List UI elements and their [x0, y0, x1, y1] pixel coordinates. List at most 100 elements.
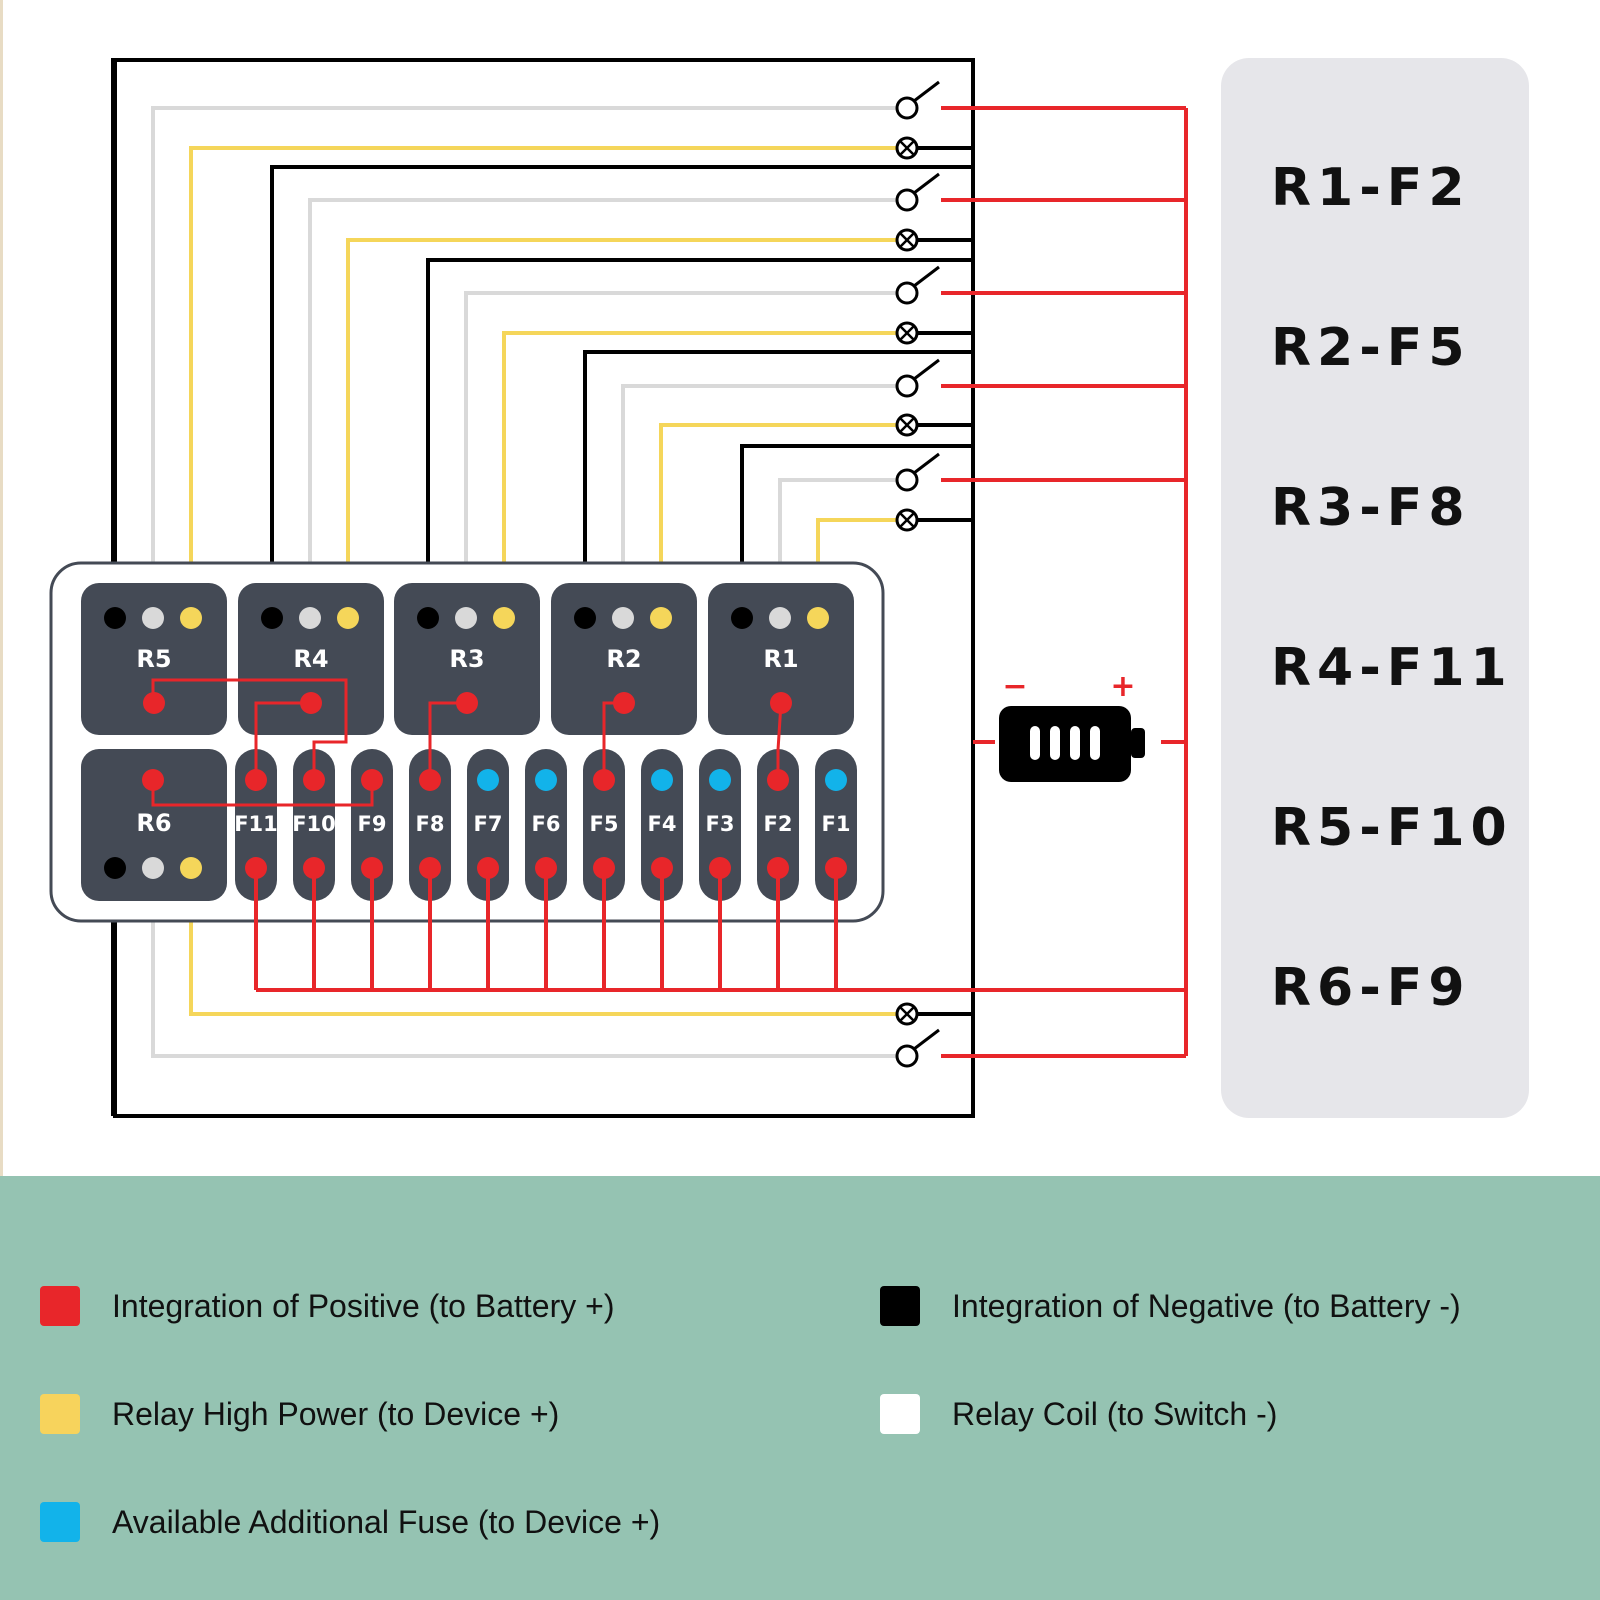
switch-lever [913, 1028, 940, 1051]
relay-fuse-mapping-panel: R1-F2 R2-F5 R3-F8 R4-F11 R5-F10 R6-F9 [1221, 58, 1529, 1118]
battery-cell-bar [1050, 726, 1060, 760]
legend-swatch-black [880, 1286, 920, 1326]
switch-icon [895, 1044, 919, 1068]
lamp-cross [899, 512, 915, 528]
negative-wire [583, 350, 973, 618]
fuse-label: F10 [292, 812, 336, 836]
coil-wire [151, 106, 899, 618]
switch-lever [913, 452, 940, 475]
available-fuse-terminal [477, 769, 499, 791]
legend-swatch-white [880, 1394, 920, 1434]
coil-wire [464, 291, 899, 618]
legend-swatch-yellow [40, 1394, 80, 1434]
fuse-label: F9 [358, 812, 387, 836]
battery-cell-bar [1070, 726, 1080, 760]
mapping-r6: R6-F9 [1271, 958, 1471, 1018]
fuse-label: F2 [764, 812, 793, 836]
relay-high-power-terminal [493, 607, 515, 629]
relay-negative-terminal [104, 607, 126, 629]
fuse-f10 [293, 749, 335, 901]
high-power-wire [659, 423, 899, 618]
relay-label: R1 [763, 645, 798, 673]
r3-f8-link [428, 701, 467, 780]
legend-negative: Integration of Negative (to Battery -) [880, 1286, 1461, 1326]
legend-high-power: Relay High Power (to Device +) [40, 1394, 559, 1434]
relay-coil-terminal [612, 607, 634, 629]
switch-lever [913, 265, 940, 288]
relay-high-power-terminal [180, 607, 202, 629]
relay-high-power-terminal [180, 857, 202, 879]
switch-lever [913, 80, 940, 103]
high-power-wire [346, 238, 899, 618]
relay-coil-terminal [142, 857, 164, 879]
battery-cell-bar [1030, 726, 1040, 760]
fuse-f11 [235, 749, 277, 901]
legend-swatch-blue [40, 1502, 80, 1542]
battery-terminal [1131, 728, 1145, 758]
legend-positive: Integration of Positive (to Battery +) [40, 1286, 614, 1326]
fuse-label: F3 [706, 812, 735, 836]
available-fuse-terminal [535, 769, 557, 791]
r1-f2-link [776, 702, 783, 780]
legend-label: Integration of Negative (to Battery -) [952, 1287, 1461, 1324]
fuse-f6 [525, 749, 567, 901]
mapping-r5: R5-F10 [1271, 798, 1513, 858]
relay-coil-terminal [142, 607, 164, 629]
relay-high-power-terminal [650, 607, 672, 629]
battery-minus-label: − [1002, 669, 1027, 704]
switch-icon [895, 468, 919, 492]
r2-f5-link [602, 701, 624, 780]
relay-negative-terminal [261, 607, 283, 629]
high-power-wire [502, 331, 899, 618]
fuse-f7 [467, 749, 509, 901]
relay-coil-terminal [299, 607, 321, 629]
switch-icon [895, 281, 919, 305]
legend-label: Relay Coil (to Switch -) [952, 1395, 1278, 1432]
relay-label: R6 [136, 809, 171, 837]
fuse-f8 [409, 749, 451, 901]
switch-icon [895, 96, 919, 120]
mapping-r1: R1-F2 [1271, 158, 1471, 218]
relay-negative-terminal [417, 607, 439, 629]
fuse-label: F4 [648, 812, 677, 836]
relay-label: R3 [449, 645, 484, 673]
r4-f11-link [254, 701, 311, 780]
mapping-r2: R2-F5 [1271, 318, 1471, 378]
coil-wire [308, 198, 899, 618]
legend-swatch-red [40, 1286, 80, 1326]
legend-label: Relay High Power (to Device +) [112, 1395, 560, 1432]
relay-high-power-terminal [807, 607, 829, 629]
fuse-label: F5 [590, 812, 619, 836]
negative-wire [426, 258, 973, 618]
fuse-f5 [583, 749, 625, 901]
switch-icon [895, 374, 919, 398]
switch-lever [913, 172, 940, 195]
legend: Integration of Positive (to Battery +) I… [0, 1176, 1600, 1600]
fuse-f1 [815, 749, 857, 901]
legend-label: Available Additional Fuse (to Device +) [112, 1503, 661, 1540]
legend-coil: Relay Coil (to Switch -) [880, 1394, 1277, 1434]
relay-negative-terminal [731, 607, 753, 629]
fuse-label: F7 [474, 812, 503, 836]
available-fuse-terminal [709, 769, 731, 791]
available-fuse-terminal [825, 769, 847, 791]
relay-high-power-terminal [337, 607, 359, 629]
lamp-cross [899, 140, 915, 156]
lamp-cross [899, 232, 915, 248]
switch-lever [913, 358, 940, 381]
relay-label: R5 [136, 645, 171, 673]
relay-coil-terminal [769, 607, 791, 629]
fuse-label: F6 [532, 812, 561, 836]
mapping-r3: R3-F8 [1271, 478, 1471, 538]
r6-f9-link [151, 780, 374, 807]
legend-label: Integration of Positive (to Battery +) [112, 1287, 615, 1324]
fuse-label: F11 [234, 812, 278, 836]
r5-f10-link [151, 678, 348, 780]
relay-label: R4 [293, 645, 328, 673]
fuse-f2 [757, 749, 799, 901]
negative-wire [270, 165, 973, 618]
negative-wire [740, 444, 973, 618]
relay-negative-terminal [104, 857, 126, 879]
